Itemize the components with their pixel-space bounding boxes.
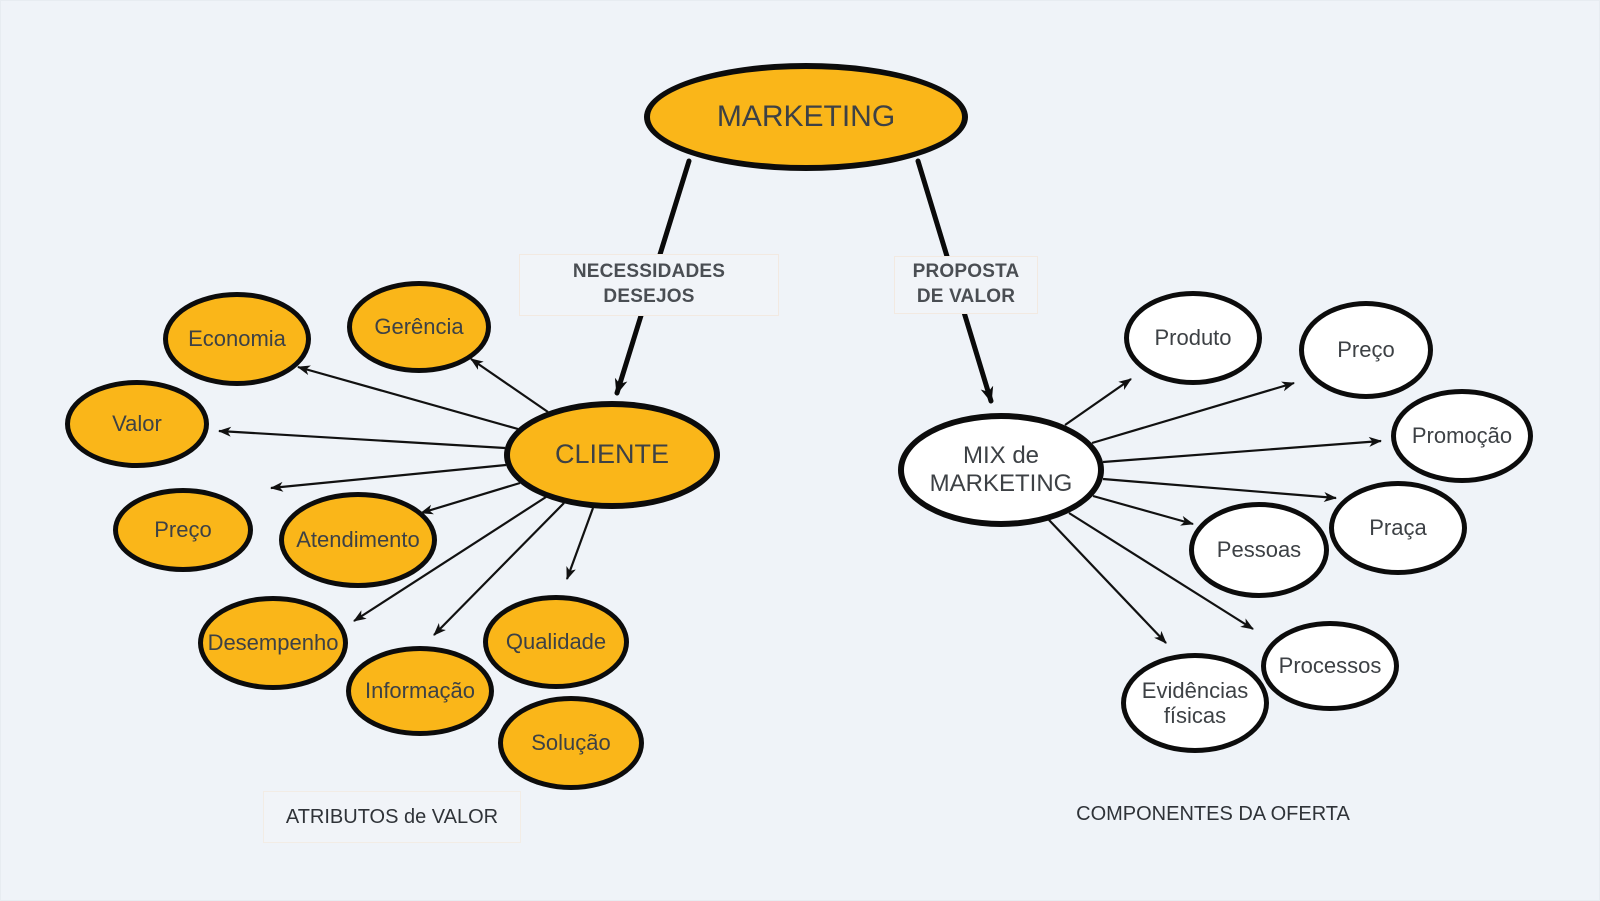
node-informacao: Informação [346, 646, 494, 736]
caption-componentes-da-oferta: COMPONENTES DA OFERTA [1041, 799, 1385, 829]
node-label: Preço [154, 517, 212, 543]
edge-cliente-valor [218, 426, 506, 450]
node-cliente: CLIENTE [504, 401, 720, 509]
node-label: Pessoas [1216, 537, 1302, 563]
node-label: MARKETING [716, 99, 896, 133]
node-label: Processos [1278, 653, 1382, 679]
node-desempenho: Desempenho [198, 596, 348, 690]
edge-cliente-atendimento [420, 481, 521, 515]
edge-mix-praca [1102, 477, 1337, 503]
node-praca: Praça [1329, 481, 1467, 575]
node-label: Gerência [374, 314, 464, 340]
node-mix-de-marketing: MIX de MARKETING [898, 413, 1104, 527]
edge-mix-pessoas [1092, 494, 1194, 526]
node-label: físicas [1163, 703, 1227, 728]
edge-cliente-gerencia [470, 358, 549, 413]
node-economia: Economia [163, 292, 311, 386]
node-atendimento: Atendimento [279, 492, 437, 588]
edge-label-line: NECESSIDADES [572, 261, 726, 283]
node-valor: Valor [65, 380, 209, 468]
node-label: Solução [531, 730, 611, 756]
node-promocao: Promoção [1391, 389, 1533, 483]
node-preco-cliente: Preço [113, 488, 253, 572]
node-label: Preço [1337, 337, 1395, 363]
edge-label-necessidades-desejos: NECESSIDADES DESEJOS [519, 254, 779, 316]
node-label: Atendimento [296, 527, 420, 553]
node-label: Desempenho [207, 630, 339, 656]
node-label: MARKETING [929, 470, 1073, 497]
node-label: Economia [188, 326, 286, 352]
node-evidencias-fisicas: Evidências físicas [1121, 653, 1269, 753]
caption-atributos-de-valor: ATRIBUTOS de VALOR [263, 791, 521, 843]
node-label: Evidências [1141, 677, 1249, 703]
node-label: Valor [112, 411, 162, 437]
node-label: CLIENTE [554, 439, 670, 470]
edge-mix-produto [1064, 378, 1132, 426]
node-label: MIX de [962, 442, 1040, 470]
node-gerencia: Gerência [347, 281, 491, 373]
node-processos: Processos [1261, 621, 1399, 711]
edge-label-line: DE VALOR [916, 286, 1016, 307]
node-preco-mix: Preço [1299, 301, 1433, 399]
edge-mix-preco [1091, 381, 1295, 445]
edge-label-line: PROPOSTA [912, 261, 1020, 283]
node-pessoas: Pessoas [1189, 502, 1329, 598]
node-qualidade: Qualidade [483, 595, 629, 689]
edge-label-line: DESEJOS [603, 286, 695, 307]
node-label: Qualidade [505, 629, 607, 655]
node-label: Praça [1369, 515, 1427, 541]
edge-mix-promocao [1102, 436, 1382, 464]
node-marketing: MARKETING [644, 63, 968, 171]
node-produto: Produto [1124, 291, 1262, 385]
edge-cliente-qualidade [565, 507, 595, 580]
node-solucao: Solução [498, 696, 644, 790]
edge-mix-evidencias [1048, 519, 1167, 644]
node-label: Informação [364, 678, 476, 704]
caption-text: COMPONENTES DA OFERTA [1076, 802, 1350, 825]
edge-cliente-preco [270, 463, 507, 492]
node-label: Produto [1154, 325, 1232, 351]
edge-cliente-economia [297, 365, 519, 431]
caption-text: ATRIBUTOS de VALOR [285, 805, 499, 828]
edge-label-proposta-de-valor: PROPOSTA DE VALOR [894, 256, 1038, 314]
node-label: Promoção [1411, 423, 1513, 449]
